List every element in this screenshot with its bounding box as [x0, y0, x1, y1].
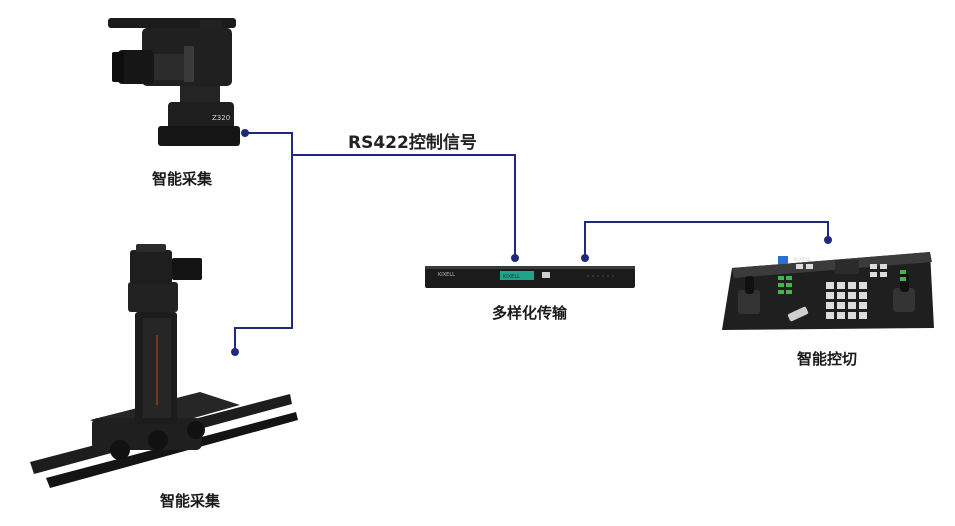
rack-transmitter: KIXELL KIXELL [425, 266, 635, 288]
port-dot-top-camera [241, 129, 249, 137]
camera-dolly-label: 智能采集 [160, 492, 221, 510]
controller-label: 智能控切 [797, 350, 858, 368]
control-panel: KIXELL [722, 252, 934, 330]
camera-top-model-text: Z320 [212, 114, 230, 122]
ptz-camera-top: Z320 [108, 18, 240, 146]
transmitter-display-text: KIXELL [503, 274, 520, 280]
transmitter-label: 多样化传输 [492, 304, 568, 322]
port-dot-transmitter-in [511, 254, 519, 262]
wire-controller [584, 221, 829, 258]
signal-label: RS422控制信号 [348, 133, 477, 153]
port-dot-dolly-camera [231, 348, 239, 356]
port-dot-transmitter-out [581, 254, 589, 262]
wire-dolly-camera [234, 155, 293, 352]
transmitter-brand-text: KIXELL [438, 272, 455, 278]
port-dot-controller [824, 236, 832, 244]
camera-top-label: 智能采集 [152, 170, 213, 188]
dolly-camera [30, 244, 298, 488]
controller-brand-text: KIXELL [794, 257, 811, 263]
